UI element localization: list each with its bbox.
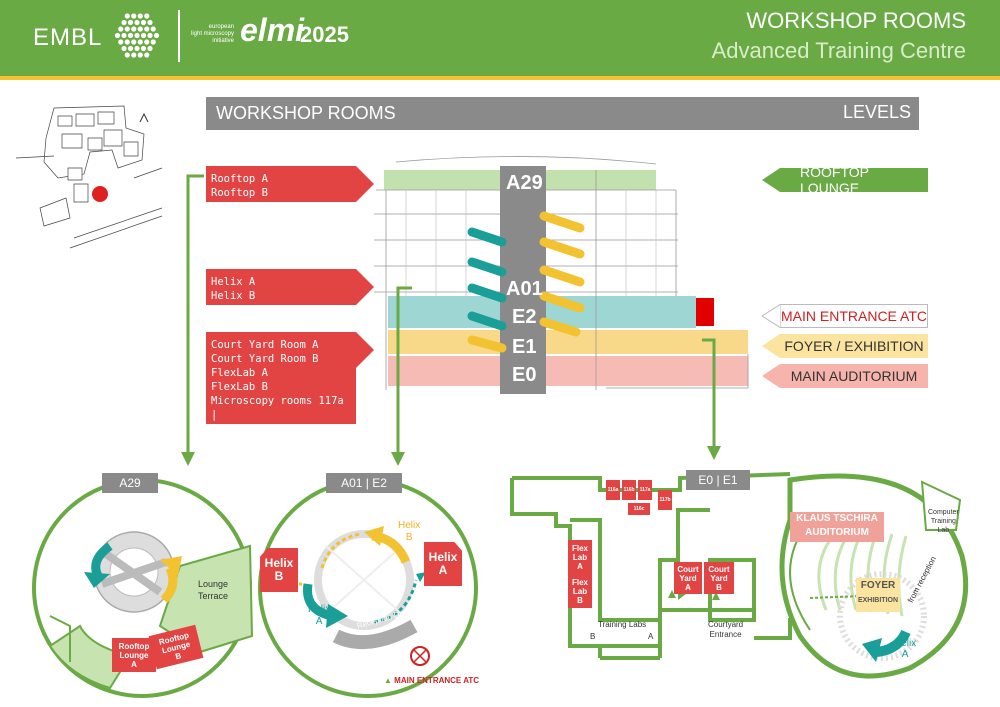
logo-separator (178, 10, 180, 62)
plan-a29-tab: A29 (102, 473, 158, 493)
section-title: WORKSHOP ROOMS (216, 103, 396, 123)
rooftop-tag-arrow-icon (762, 168, 780, 192)
helix-a-e0-arrow-icon (875, 629, 911, 657)
reception-desk (332, 619, 418, 650)
ground-arrow (356, 332, 374, 368)
entrance-triangle-icon: ▲ (384, 676, 392, 685)
campus-minimap (15, 105, 163, 249)
building-section (374, 156, 749, 394)
room-116c[interactable]: 116c (628, 503, 650, 515)
main-entrance-note: ▲ MAIN ENTRANCE ATC (384, 676, 480, 685)
level-entrance-tag: MAIN ENTRANCE ATC (762, 304, 928, 328)
elmi-year: 2025 (300, 22, 349, 47)
level-auditorium-tag: MAIN AUDITORIUM (762, 364, 928, 388)
level-foyer-tag: FOYER / EXHIBITION (762, 334, 928, 358)
entrance-tag-arrow-icon (762, 304, 781, 328)
main-entrance-marker (696, 298, 714, 326)
atc-location-marker (92, 186, 108, 202)
tower-label-a29: A29 (506, 172, 543, 194)
levels-title: LEVELS (842, 102, 911, 122)
training-lab-b-label: B (590, 632, 596, 641)
plan-a01-tab: A01 | E2 (326, 473, 402, 493)
training-labs-label: Training Labs (598, 620, 647, 629)
tower-label-e2: E2 (512, 306, 537, 328)
helix-arrow (356, 269, 374, 305)
room-116a[interactable]: 116a (606, 480, 620, 500)
training-lab-a-label: A (648, 632, 654, 641)
north-arrow-icon (139, 112, 149, 123)
foyer-exhibition-area: FOYER EXHIBITION (856, 578, 900, 612)
tower-label-e1: E1 (512, 336, 537, 358)
embl-logo-text: EMBL (33, 24, 103, 51)
lounge-terrace-area (158, 544, 254, 654)
level-rooftop-tag: ROOFTOP LOUNGE (762, 164, 928, 196)
room-117b[interactable]: 117b (658, 490, 672, 510)
elmi-logo-text: elmi (240, 12, 305, 48)
computer-lab-outline (920, 480, 962, 531)
foyer-tag-arrow-icon (762, 334, 780, 358)
helix-tower (500, 166, 546, 394)
page-subtitle: Advanced Training Centre (711, 38, 966, 63)
plan-e0-e1 (510, 472, 969, 679)
entrance-marker-icon (410, 646, 430, 666)
tower-label-a01: A01 (506, 278, 543, 300)
auditorium-tag-arrow-icon (762, 364, 780, 388)
rooftop-arrow (356, 166, 374, 202)
level-e0-band (388, 356, 748, 386)
tower-label-e0: E0 (512, 364, 537, 386)
plan-e0-tab: E0 | E1 (686, 470, 750, 490)
stair-up-arrow-icon (160, 566, 178, 604)
room-116b[interactable]: 116b (622, 480, 636, 500)
room-117a[interactable]: 117a (638, 480, 652, 500)
section-bar: WORKSHOP ROOMS LEVELS (206, 97, 919, 130)
embl-hexagon-icon (114, 13, 160, 58)
page-title: WORKSHOP ROOMS (746, 8, 966, 33)
